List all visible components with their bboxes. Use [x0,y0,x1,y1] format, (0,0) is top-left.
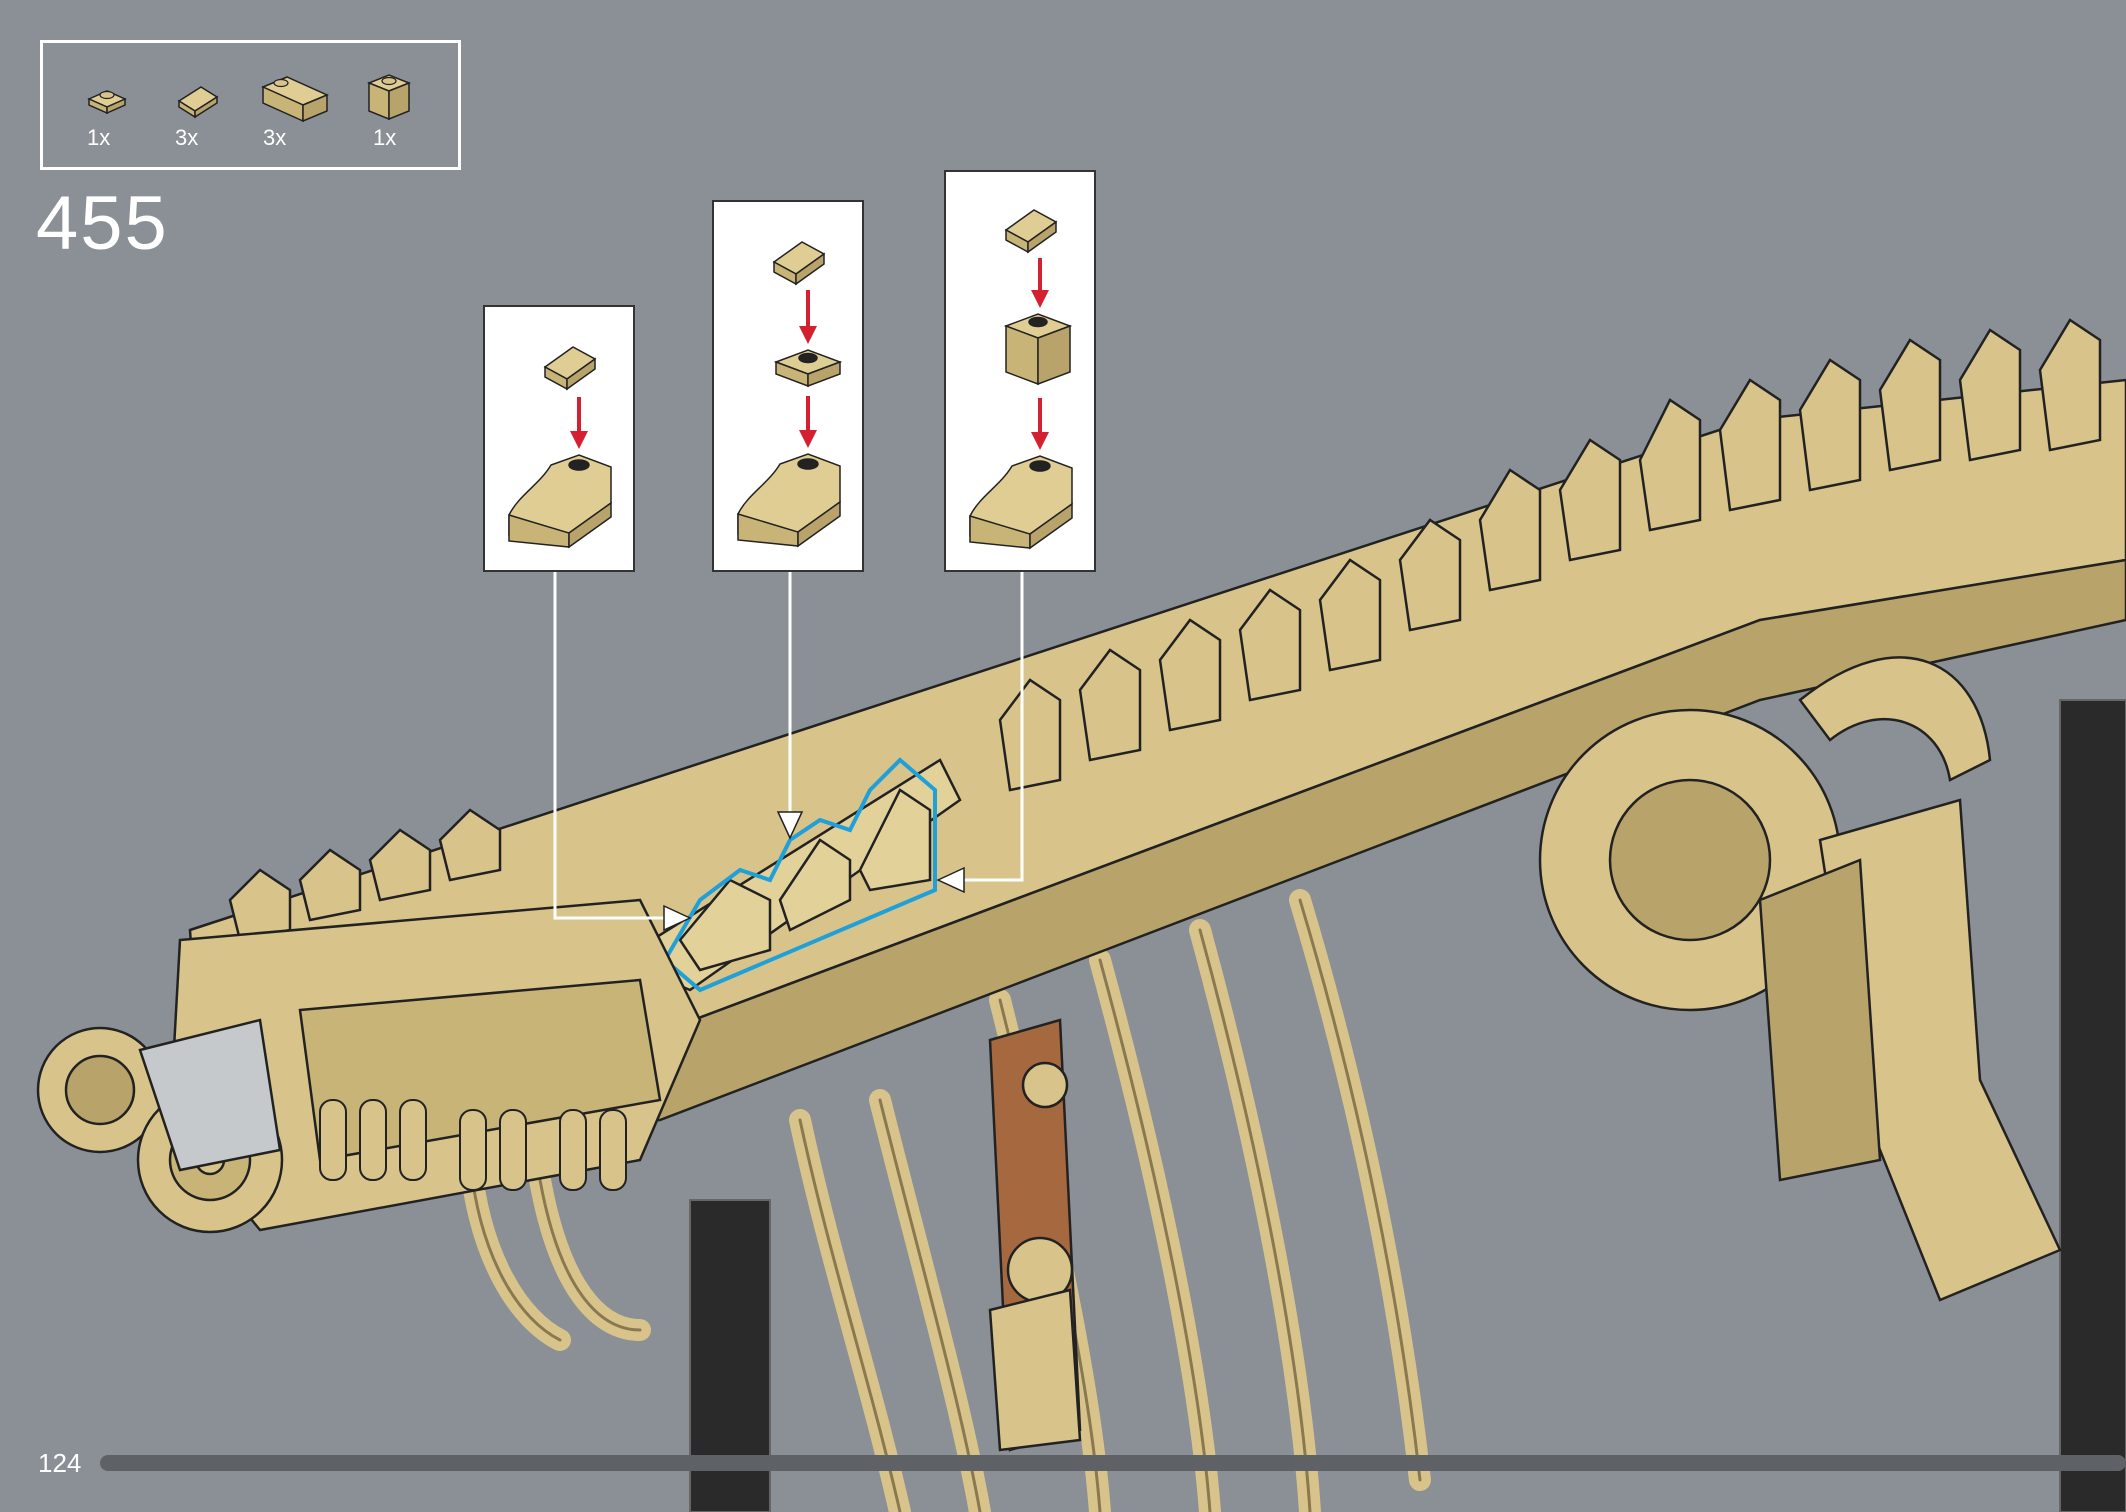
vertebra-spikes [228,318,2102,942]
part-3-icon [261,76,329,123]
callout-leaders [553,570,1024,920]
callout-box-3 [944,170,1096,572]
part-1-icon [87,90,127,115]
page-number: 124 [38,1448,82,1478]
part-4-qty: 1x [373,125,397,150]
callout-3-illustration [969,209,1073,550]
new-pieces [678,788,932,972]
part-1-qty: 1x [87,125,111,150]
part-2-qty: 3x [175,125,199,150]
callout-box-1 [483,305,635,572]
teeth [319,1099,627,1191]
callout-box-2 [712,200,864,572]
callout-2-illustration [737,241,843,548]
progress-bar [100,1455,2126,1471]
parts-list-box: 1x 3x 3x 1x [40,40,461,170]
part-4-icon [366,74,412,121]
part-2-icon [177,86,219,119]
part-3-qty: 3x [263,125,287,150]
highlight-outline [662,757,937,993]
leader-arrowheads [663,811,965,932]
pelvis [1538,656,2062,1302]
step-number: 455 [36,181,169,266]
callout-1-illustration [508,346,612,549]
parts-illustrations [87,74,412,123]
vertical-plate [988,1018,1082,1452]
